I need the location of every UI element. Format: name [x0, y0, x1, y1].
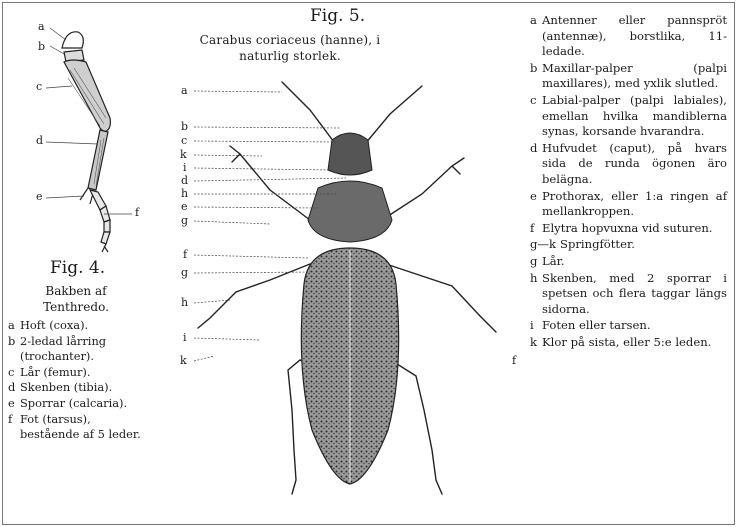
fig5-legend-item: gLår.: [530, 254, 727, 270]
fig5-legend-item: cLabial-palper (palpi labiales), emellan…: [530, 93, 727, 140]
fig5-legend-item: eProthorax, eller 1:a ringen af mellankr…: [530, 189, 727, 220]
fig5-legend-item: bMaxillar-palper (palpi maxillares), med…: [530, 61, 727, 92]
fig5-legend-item: iFoten eller tarsen.: [530, 318, 727, 334]
fig5-legend-item: kKlor på sista, eller 5:e leden.: [530, 335, 727, 351]
fig5-legend-item: hSkenben, med 2 sporrar i spetsen och fl…: [530, 271, 727, 318]
fig5-legend: aAntenner eller pannspröt (antennæ), bor…: [530, 13, 727, 351]
fig5-legend-item: aAntenner eller pannspröt (antennæ), bor…: [530, 13, 727, 60]
fig5-legend-item: fElytra hopvuxna vid suturen.: [530, 221, 727, 237]
fig5-legend-item: dHufvudet (caput), på hvars sida de rund…: [530, 141, 727, 188]
fig5-legend-item: g—kSpringfötter.: [530, 237, 727, 253]
